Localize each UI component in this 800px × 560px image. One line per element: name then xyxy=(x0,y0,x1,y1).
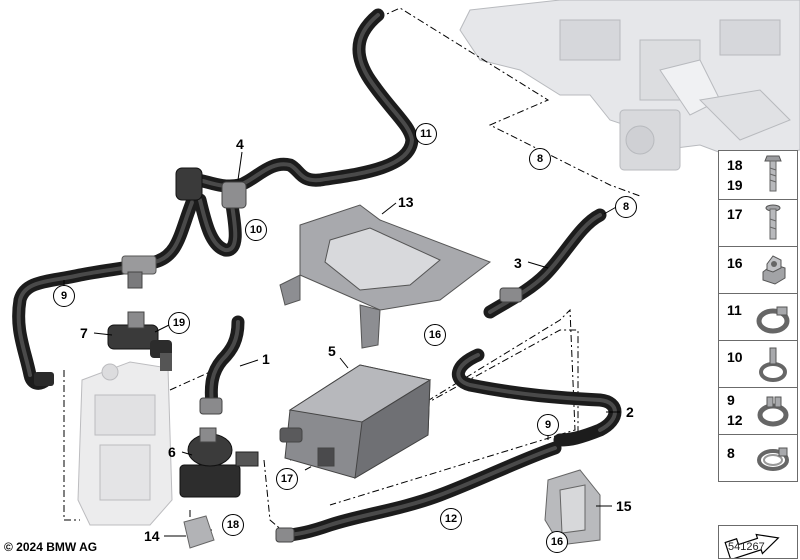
legend-number: 10 xyxy=(727,349,743,365)
pump-part-6 xyxy=(179,427,259,498)
callout-14: 14 xyxy=(144,528,160,544)
callout-6: 6 xyxy=(168,444,176,460)
hose-part-3 xyxy=(483,208,607,319)
fittings-left xyxy=(34,167,247,386)
drawing-number: 541267 xyxy=(728,541,765,553)
legend-row-16: 16 xyxy=(718,247,798,294)
heater-part-5 xyxy=(279,364,432,479)
legend-row-11: 11 xyxy=(718,294,798,341)
callout-circle-10: 10 xyxy=(245,219,267,241)
callout-circle-18: 18 xyxy=(222,514,244,536)
hose-part-2 xyxy=(452,348,622,447)
callout-7: 7 xyxy=(80,325,88,341)
callout-3: 3 xyxy=(514,255,522,271)
legend-row-8: 8 xyxy=(718,435,798,482)
hex-bolt-icon xyxy=(764,155,782,192)
fastener-legend: 18 19 17 16 11 xyxy=(718,150,798,482)
callout-4: 4 xyxy=(236,136,244,152)
hose-clamp-icon xyxy=(756,306,790,334)
engine-block xyxy=(459,0,800,171)
callout-circle-8: 8 xyxy=(615,196,637,218)
callout-circle-11: 11 xyxy=(415,123,437,145)
callout-1: 1 xyxy=(262,351,270,367)
callout-13: 13 xyxy=(398,194,414,210)
legend-number: 19 xyxy=(727,177,743,193)
legend-number: 8 xyxy=(727,445,735,461)
legend-row-9-12: 9 12 xyxy=(718,388,798,435)
hex-nut-icon xyxy=(762,255,786,285)
arrow-icon xyxy=(724,533,780,560)
callout-circle-9: 9 xyxy=(537,414,559,436)
legend-row-10: 10 xyxy=(718,341,798,388)
legend-number: 16 xyxy=(727,255,743,271)
hose-left-loop xyxy=(12,188,242,390)
legend-row-18-19: 18 19 xyxy=(718,150,798,200)
spring-clamp-icon xyxy=(757,396,789,427)
callout-5: 5 xyxy=(328,343,336,359)
clip-clamp-icon xyxy=(759,347,787,382)
valve-part-7 xyxy=(107,311,172,371)
callout-circle-8: 8 xyxy=(529,148,551,170)
callout-2: 2 xyxy=(626,404,634,420)
legend-number: 17 xyxy=(727,206,743,222)
legend-number: 12 xyxy=(727,412,743,428)
callout-circle-16: 16 xyxy=(424,324,446,346)
worm-clamp-icon xyxy=(757,447,789,471)
legend-number: 11 xyxy=(727,302,742,318)
copyright-text: © 2024 BMW AG xyxy=(4,540,98,554)
callout-15: 15 xyxy=(616,498,632,514)
callout-circle-17: 17 xyxy=(276,468,298,490)
expansion-tank xyxy=(77,361,173,526)
bracket-part-14 xyxy=(183,515,215,549)
callout-circle-19: 19 xyxy=(168,312,190,334)
callout-circle-9: 9 xyxy=(53,285,75,307)
bolt-icon xyxy=(765,204,781,240)
callout-circle-16: 16 xyxy=(546,531,568,553)
legend-row-17: 17 xyxy=(718,200,798,247)
legend-number: 18 xyxy=(727,157,743,173)
hose-part-12 xyxy=(275,441,562,543)
hose-upper xyxy=(183,8,419,193)
navigation-arrow-box[interactable] xyxy=(718,525,798,560)
hose-part-1 xyxy=(199,315,245,415)
bracket-part-15 xyxy=(544,469,601,546)
legend-number: 9 xyxy=(727,392,735,408)
bracket-part-13 xyxy=(279,204,492,349)
callout-circle-12: 12 xyxy=(440,508,462,530)
